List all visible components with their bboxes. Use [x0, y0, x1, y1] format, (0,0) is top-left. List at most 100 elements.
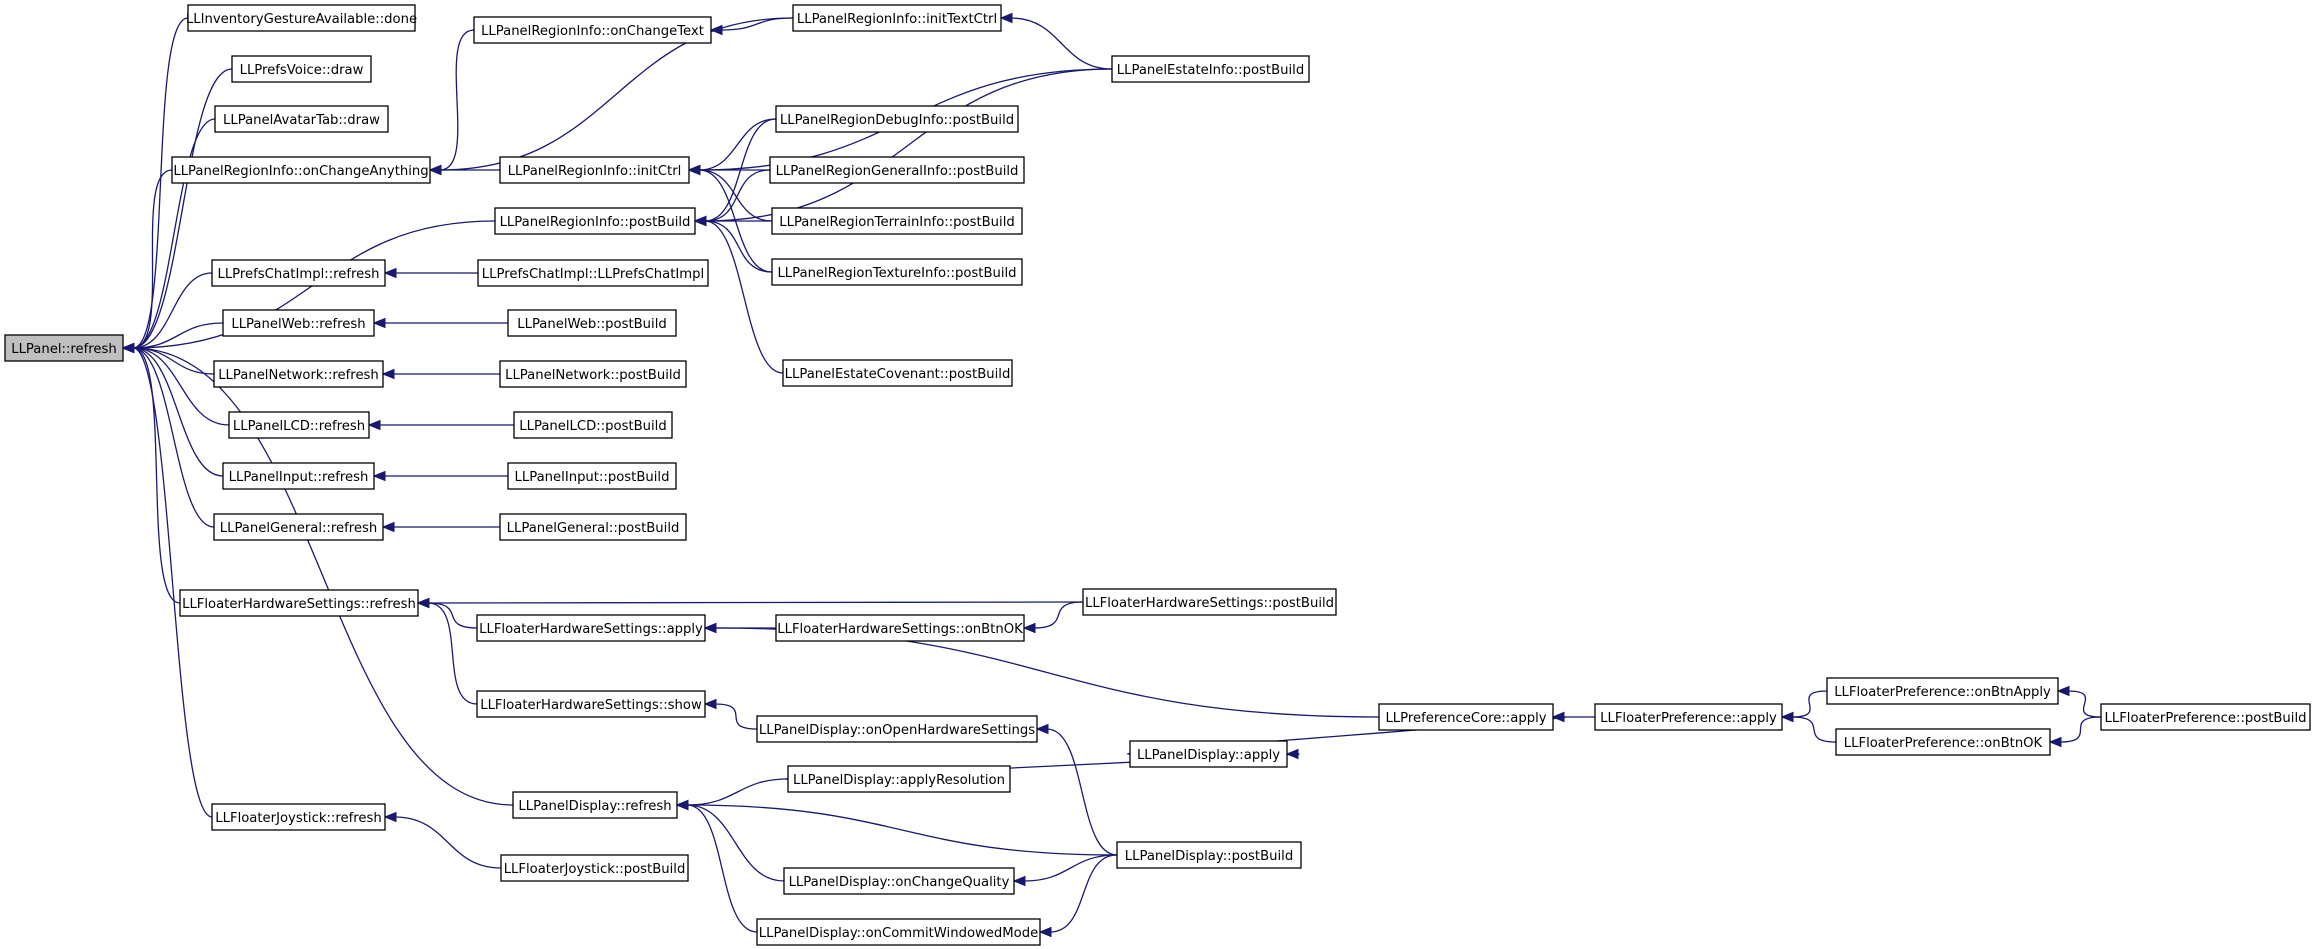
edge-line	[686, 804, 785, 882]
edges-layer	[121, 12, 2102, 938]
edge-pd-pb-to-pd-onopenhw	[1035, 723, 1118, 856]
node-box	[513, 411, 673, 439]
edge-invgesture-to-refresh	[121, 17, 189, 354]
node-pd-onchangequality[interactable]: LLPanelDisplay::onChangeQuality	[783, 867, 1015, 895]
node-prefschat-refresh[interactable]: LLPrefsChatImpl::refresh	[211, 259, 386, 287]
node-label: LLPrefsVoice::draw	[240, 63, 364, 78]
node-pd-apply[interactable]: LLPanelDisplay::apply	[1129, 740, 1288, 768]
node-web-pb[interactable]: LLPanelWeb::postBuild	[507, 309, 677, 337]
edge-line	[2059, 716, 2102, 743]
nodes-layer: LLPanel::refresh LLInventoryGestureAvaila…	[4, 4, 2311, 946]
node-network-refresh[interactable]: LLPanelNetwork::refresh	[213, 360, 384, 388]
node-box	[507, 462, 677, 490]
node-ri-initctrl[interactable]: LLPanelRegionInfo::initCtrl	[499, 156, 690, 184]
node-avatartab[interactable]: LLPanelAvatarTab::draw	[214, 105, 389, 133]
node-fp-onbtnok[interactable]: LLFloaterPreference::onBtnOK	[1835, 728, 2051, 756]
edge-fp-pb-to-fp-onbtnok	[2048, 716, 2102, 748]
node-fp-pb[interactable]: LLFloaterPreference::postBuild	[2100, 703, 2311, 731]
node-prefsvoice[interactable]: LLPrefsVoice::draw	[231, 55, 372, 83]
edge-line	[427, 602, 478, 629]
node-ri-onchangeanything[interactable]: LLPanelRegionInfo::onChangeAnything	[171, 156, 431, 184]
node-textureinfo-pb[interactable]: LLPanelRegionTextureInfo::postBuild	[771, 258, 1023, 286]
node-pd-pb[interactable]: LLPanelDisplay::postBuild	[1116, 841, 1302, 869]
node-box	[769, 156, 1025, 184]
node-label: LLFloaterHardwareSettings::onBtnOK	[777, 622, 1023, 637]
node-label: LLPanelRegionInfo::initCtrl	[508, 164, 682, 179]
node-label: LLPanelGeneral::refresh	[220, 521, 378, 536]
node-general-refresh[interactable]: LLPanelGeneral::refresh	[213, 513, 384, 541]
node-input-refresh[interactable]: LLPanelInput::refresh	[222, 462, 375, 490]
node-pd-applyres[interactable]: LLPanelDisplay::applyResolution	[787, 765, 1011, 793]
edge-fp-onbtnok-to-fp-apply	[1780, 711, 1837, 743]
edge-line	[1033, 601, 1084, 629]
node-general-pb[interactable]: LLPanelGeneral::postBuild	[499, 513, 687, 541]
node-fhs-show[interactable]: LLFloaterHardwareSettings::show	[476, 690, 706, 718]
node-label: LLPreferenceCore::apply	[1385, 711, 1546, 726]
edge-arrowhead	[428, 164, 442, 176]
edge-fhs-show-to-fhs-refresh	[416, 597, 478, 705]
edge-pd-pb-to-pd-refresh	[675, 799, 1118, 856]
node-box	[756, 918, 1041, 946]
node-box	[171, 156, 431, 184]
node-fhs-pb[interactable]: LLFloaterHardwareSettings::postBuild	[1082, 588, 1337, 616]
node-box	[771, 207, 1023, 235]
node-fhs-onbtnok[interactable]: LLFloaterHardwareSettings::onBtnOK	[775, 614, 1025, 642]
node-fp-apply[interactable]: LLFloaterPreference::apply	[1594, 703, 1783, 731]
node-label: LLPanelRegionGeneralInfo::postBuild	[776, 164, 1019, 179]
node-ri-onchangetext[interactable]: LLPanelRegionInfo::onChangeText	[473, 16, 712, 44]
edge-arrowhead	[1038, 926, 1052, 938]
node-box	[499, 360, 687, 388]
edge-line	[427, 602, 478, 705]
node-box	[1082, 588, 1337, 616]
node-input-pb[interactable]: LLPanelInput::postBuild	[507, 462, 677, 490]
edge-line	[686, 804, 758, 933]
edge-line	[132, 347, 181, 604]
node-lcd-pb[interactable]: LLPanelLCD::postBuild	[513, 411, 673, 439]
node-box	[1835, 728, 2051, 756]
node-pd-oncommitwindowed[interactable]: LLPanelDisplay::onCommitWindowedMode	[756, 918, 1041, 946]
node-label: LLPanelWeb::refresh	[231, 317, 365, 332]
edge-arrowhead	[367, 419, 381, 431]
edge-arrowhead	[2048, 736, 2062, 748]
node-box	[477, 259, 709, 287]
edge-arrowhead	[1285, 748, 1299, 760]
node-fhs-refresh[interactable]: LLFloaterHardwareSettings::refresh	[179, 589, 419, 617]
node-generalinfo-pb[interactable]: LLPanelRegionGeneralInfo::postBuild	[769, 156, 1025, 184]
node-label: LLPanelInput::refresh	[229, 470, 369, 485]
node-lcd-refresh[interactable]: LLPanelLCD::refresh	[228, 411, 370, 439]
node-fp-onbtnapply[interactable]: LLFloaterPreference::onBtnApply	[1826, 677, 2059, 705]
edge-line	[1791, 690, 1828, 718]
node-pd-onopenhw[interactable]: LLPanelDisplay::onOpenHardwareSettings	[756, 715, 1038, 743]
node-network-pb[interactable]: LLPanelNetwork::postBuild	[499, 360, 687, 388]
node-label: LLPanelRegionInfo::initTextCtrl	[797, 12, 997, 27]
node-estateinfo-pb[interactable]: LLPanelEstateInfo::postBuild	[1111, 55, 1310, 83]
node-ri-postbuild[interactable]: LLPanelRegionInfo::postBuild	[494, 207, 696, 235]
node-label: LLPanelDisplay::onOpenHardwareSettings	[759, 723, 1035, 738]
edge-line	[132, 17, 189, 349]
edge-pd-onopenhw-to-fhs-show	[703, 698, 758, 730]
node-label: LLFloaterHardwareSettings::postBuild	[1085, 596, 1334, 611]
node-prefcore-apply[interactable]: LLPreferenceCore::apply	[1378, 703, 1554, 731]
node-joystick-refresh[interactable]: LLFloaterJoystick::refresh	[211, 803, 386, 831]
node-web-refresh[interactable]: LLPanelWeb::refresh	[222, 309, 375, 337]
node-fhs-apply[interactable]: LLFloaterHardwareSettings::apply	[476, 614, 706, 642]
node-box	[792, 4, 1002, 32]
node-prefschat-ctor[interactable]: LLPrefsChatImpl::LLPrefsChatImpl	[477, 259, 709, 287]
edge-line	[132, 347, 213, 818]
edge-input-refresh-to-refresh	[121, 342, 224, 477]
edge-line	[427, 601, 1084, 604]
node-ri-inittextctrl[interactable]: LLPanelRegionInfo::initTextCtrl	[792, 4, 1002, 32]
node-terraininfo-pb[interactable]: LLPanelRegionTerrainInfo::postBuild	[771, 207, 1023, 235]
edge-joystick-pb-to-joystick-refresh	[383, 811, 502, 869]
node-box	[500, 854, 689, 882]
node-label: LLPanelGeneral::postBuild	[507, 521, 680, 536]
node-refresh[interactable]: LLPanel::refresh	[4, 334, 124, 362]
edge-line	[132, 347, 514, 806]
node-covenant-pb[interactable]: LLPanelEstateCovenant::postBuild	[782, 359, 1013, 387]
node-pd-refresh[interactable]: LLPanelDisplay::refresh	[512, 791, 678, 819]
edge-arrowhead	[675, 799, 689, 811]
node-invgesture[interactable]: LLInventoryGestureAvailable::done	[186, 4, 417, 32]
node-joystick-pb[interactable]: LLFloaterJoystick::postBuild	[500, 854, 689, 882]
node-debuginfo-pb[interactable]: LLPanelRegionDebugInfo::postBuild	[775, 105, 1019, 133]
